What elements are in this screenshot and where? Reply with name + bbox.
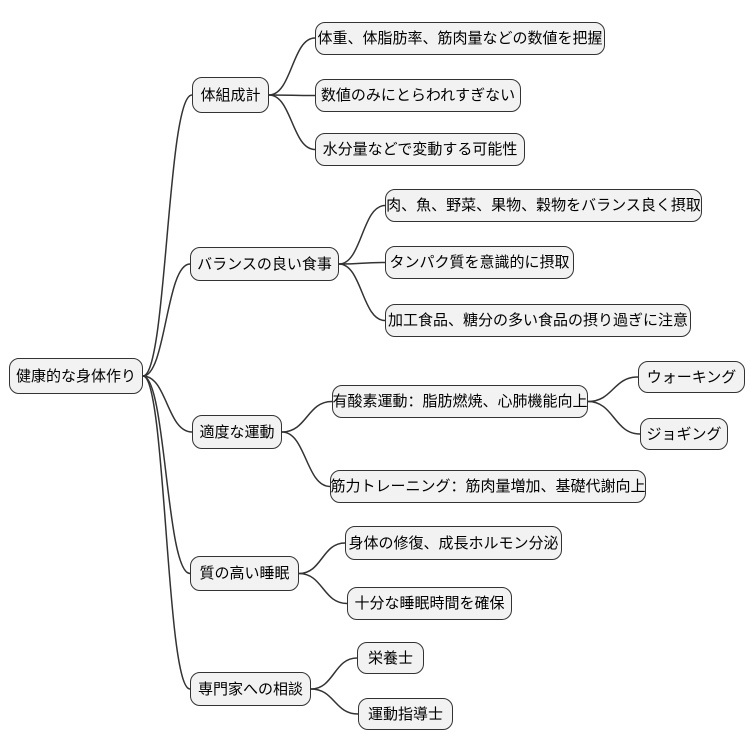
node-aerobic-exercise-label: 有酸素運動：脂肪燃焼、心肺機能向上	[332, 393, 588, 410]
node-sufficient-sleep: 十分な睡眠時間を確保	[347, 587, 512, 620]
node-body-composition: 体組成計	[192, 77, 269, 113]
node-not-only-numbers-label: 数値のみにとらわれすぎない	[320, 87, 516, 104]
edge-root-balanced-diet	[142, 263, 191, 377]
edge-sleep-duration	[298, 572, 348, 605]
edge-aerobic-walking	[587, 376, 639, 403]
node-not-only-numbers: 数値のみにとらわれすぎない	[315, 79, 521, 112]
node-sufficient-sleep-label: 十分な睡眠時間を確保	[354, 595, 505, 612]
node-grasp-metrics: 体重、体脂肪率、筋肉量などの数値を把握	[315, 22, 605, 55]
node-processed-food-caution-label: 加工食品、糖分の多い食品の摂り過ぎに注意	[388, 312, 689, 329]
node-moderate-exercise: 適度な運動	[192, 415, 282, 449]
edge-bodycomp-numbers	[268, 94, 316, 97]
node-quality-sleep: 質の高い睡眠	[190, 556, 299, 591]
node-body-repair: 身体の修復、成長ホルモン分泌	[345, 526, 562, 560]
node-protein-intake-label: タンパク質を意識的に摂取	[389, 254, 570, 271]
edge-bodycomp-metrics	[268, 37, 316, 96]
node-nutritionist-label: 栄養士	[367, 649, 413, 667]
edge-exercise-aerobic	[281, 400, 333, 433]
node-strength-training: 筋力トレーニング：筋肉量増加、基礎代謝向上	[330, 470, 646, 503]
edge-sleep-repair	[298, 542, 346, 575]
node-consult-experts: 専門家への相談	[190, 672, 311, 706]
node-water-fluctuation-label: 水分量などで変動する可能性	[322, 141, 518, 158]
node-balanced-diet: バランスの良い食事	[190, 247, 339, 281]
edge-root-body-composition	[142, 94, 193, 377]
edge-root-consult	[142, 375, 191, 690]
node-strength-training-label: 筋力トレーニング：筋肉量増加、基礎代謝向上	[330, 478, 646, 495]
node-grasp-metrics-label: 体重、体脂肪率、筋肉量などの数値を把握	[317, 30, 603, 47]
node-walking-label: ウォーキング	[646, 368, 737, 386]
node-aerobic-exercise: 有酸素運動：脂肪燃焼、心肺機能向上	[332, 385, 588, 418]
node-jogging: ジョギング	[640, 418, 728, 450]
node-jogging-label: ジョギング	[646, 425, 722, 443]
node-walking: ウォーキング	[638, 361, 745, 393]
edge-consult-trainer	[310, 688, 359, 715]
node-consult-experts-label: 専門家への相談	[197, 680, 303, 698]
edge-bodycomp-water	[268, 94, 316, 151]
edge-diet-balance	[338, 204, 386, 265]
edge-exercise-strength	[281, 431, 331, 488]
node-root: 健康的な身体作り	[9, 358, 143, 394]
edge-diet-processed	[338, 263, 386, 322]
edge-consult-nutritionist	[310, 657, 358, 690]
node-exercise-instructor: 運動指導士	[358, 698, 453, 730]
edge-root-sleep	[142, 375, 191, 575]
node-protein-intake: タンパク質を意識的に摂取	[385, 246, 574, 279]
node-balanced-diet-label: バランスの良い食事	[197, 255, 332, 273]
node-moderate-exercise-label: 適度な運動	[199, 423, 275, 441]
node-exercise-instructor-label: 運動指導士	[367, 705, 443, 723]
node-quality-sleep-label: 質の高い睡眠	[199, 565, 290, 582]
node-body-repair-label: 身体の修復、成長ホルモン分泌	[348, 534, 559, 552]
node-balanced-intake-label: 肉、魚、野菜、果物、穀物をバランス良く摂取	[386, 197, 701, 214]
edge-root-exercise	[142, 375, 193, 433]
node-root-label: 健康的な身体作り	[16, 367, 137, 385]
node-nutritionist: 栄養士	[357, 642, 424, 674]
node-balanced-intake: 肉、魚、野菜、果物、穀物をバランス良く摂取	[385, 189, 702, 222]
edge-aerobic-jogging	[587, 400, 641, 435]
node-body-composition-label: 体組成計	[200, 86, 261, 104]
node-processed-food-caution: 加工食品、糖分の多い食品の摂り過ぎに注意	[385, 304, 691, 337]
node-water-fluctuation: 水分量などで変動する可能性	[315, 133, 525, 166]
edge-diet-protein	[338, 261, 386, 265]
